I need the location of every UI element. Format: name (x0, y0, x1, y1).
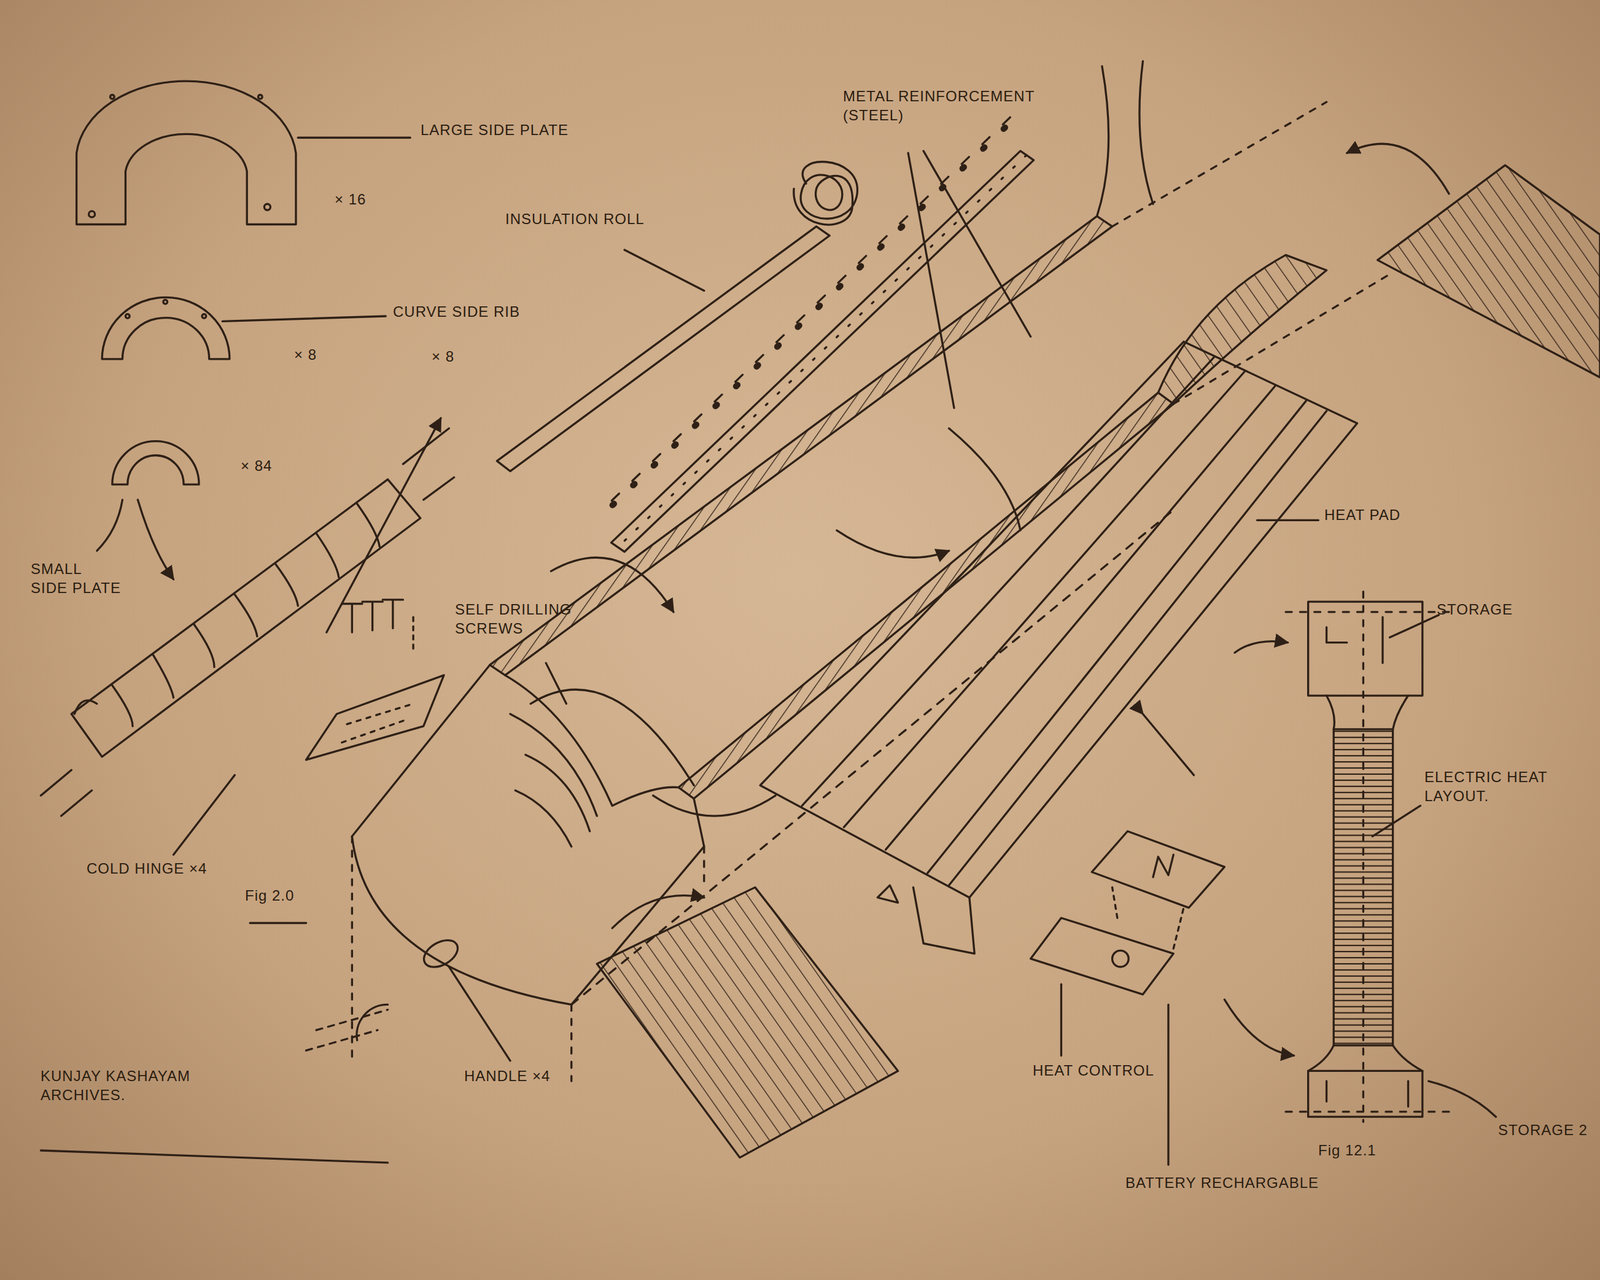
part-label: HEAT PAD (1324, 505, 1478, 525)
part-label: SELF DRILLING SCREWS (454, 599, 588, 638)
part-label: INSULATION ROLL (505, 209, 649, 229)
part-label: × 84 (240, 456, 323, 476)
part-label: STORAGE (1436, 599, 1570, 619)
part-label: BATTERY RECHARGABLE (1125, 1173, 1320, 1193)
part-label: METAL REINFORCEMENT (STEEL) (842, 86, 1058, 125)
part-label: × 16 (334, 189, 406, 209)
part-label: HANDLE ×4 (464, 1066, 638, 1086)
part-label: × 8 (431, 346, 503, 366)
part-label: STORAGE 2 (1498, 1120, 1591, 1140)
part-label: CURVE SIDE RIB (392, 302, 638, 322)
part-label: × 8 (294, 345, 366, 365)
part-label: KUNJAY KASHAYAM ARCHIVES. (40, 1066, 245, 1105)
part-label: ELECTRIC HEAT LAYOUT. (1424, 767, 1553, 806)
part-label: LARGE SIDE PLATE (420, 120, 686, 140)
part-label: Fig 12.1 (1318, 1140, 1421, 1160)
part-label: COLD HINGE ×4 (86, 858, 209, 878)
part-label: Fig 2.0 (244, 885, 338, 905)
part-label: SMALL SIDE PLATE (30, 559, 123, 598)
part-label: HEAT CONTROL (1032, 1060, 1155, 1080)
